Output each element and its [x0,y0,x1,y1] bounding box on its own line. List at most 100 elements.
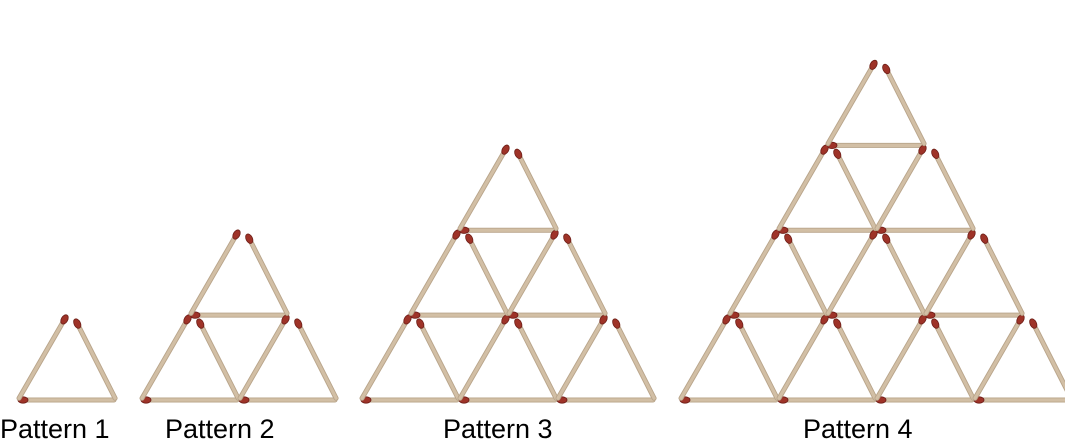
match-head [924,311,936,319]
matchstick-left-slant [972,314,1025,401]
matchstick-body [556,315,607,400]
matchstick-right-slant [563,233,608,316]
matchstick-shadow [833,318,878,401]
matchstick-shadow [457,144,510,232]
matchstick-horizontal [140,396,240,404]
matchstick-horizontal [458,396,558,404]
matchstick-left-slant [874,144,927,232]
match-head [1016,314,1025,325]
match-head [918,144,927,155]
matchstick-body [515,319,558,400]
match-head [833,318,842,329]
match-head [777,226,789,234]
matchstick-shadow [776,144,829,232]
matchstick-body [883,234,926,315]
match-head [281,314,290,325]
matchstick-left-slant [16,314,69,401]
match-head [820,314,829,325]
matchstick-horizontal [458,226,558,234]
match-head [833,148,842,159]
match-head [875,396,887,404]
matchstick-shadow [980,233,1025,316]
matchstick-body [507,230,558,315]
matchstick-left-slant [188,229,241,316]
matchstick-shadow [196,318,241,401]
match-head [550,229,559,240]
matchstick-shadow [972,314,1025,401]
matchstick-body [785,234,828,315]
matchstick-shadow [825,229,878,316]
matchstick-body [458,315,509,400]
matchstick-horizontal [826,141,926,149]
matchstick-body [140,315,191,400]
matchstick-body [613,319,656,400]
match-head [784,233,793,244]
pattern-3-caption: Pattern 3 [443,414,553,444]
matchstick-left-slant [874,314,927,401]
matchstick-shadow [874,314,927,401]
matchstick-body [883,64,926,146]
matchstick-right-slant [294,318,339,401]
matchstick-body [360,315,411,400]
matchstick-shadow [874,144,927,232]
matchstick-shadow [784,233,829,316]
match-head [409,311,421,319]
match-head [735,318,744,329]
matchstick-shadow [408,229,461,316]
matchstick-right-slant [980,233,1025,316]
matchstick-shadow [555,314,608,401]
matchstick-shadow [882,233,927,316]
matchstick-body [74,319,117,400]
matchstick-left-slant [776,144,829,232]
match-head [722,314,731,325]
matchstick-horizontal [189,311,289,319]
pattern-1-caption: Pattern 1 [0,414,110,444]
matchstick-right-slant [73,318,118,401]
match-head [973,396,985,404]
matchstick-body [1030,319,1065,390]
match-head [294,318,303,329]
matchstick-left-slant [408,229,461,316]
matchstick-body [466,234,509,315]
matchstick-body [973,315,1024,400]
matchstick-body [777,145,828,231]
matchstick-body [932,319,975,400]
matchstick-shadow [514,318,559,401]
pattern-2-figure [139,229,339,404]
matchstick-horizontal [973,396,1065,404]
match-head [875,226,887,234]
match-head [967,229,976,240]
matchstick-body [736,319,779,400]
matchstick-shadow [188,229,241,316]
matchstick-body [981,234,1024,315]
matchstick-shadow [139,314,192,401]
matchstick-body [458,145,509,231]
matchstick-left-slant [237,314,290,401]
matchstick-body [238,315,289,400]
matchstick-body [777,315,828,400]
match-head [465,233,474,244]
match-head [238,396,250,404]
matchstick-shadow [457,314,510,401]
match-head [183,314,192,325]
matchstick-left-slant [923,229,976,316]
matchstick-shadow [245,233,290,316]
matchstick-left-slant [457,314,510,401]
matchstick-shadow [1029,318,1065,392]
matchstick-right-slant [931,318,976,401]
match-head [882,233,891,244]
matchstick-right-slant [882,233,927,316]
match-head [403,314,412,325]
match-head [980,233,989,244]
matchstick-left-slant [139,314,192,401]
matchstick-body [197,319,240,400]
matchstick-right-slant [514,318,559,401]
matchstick-shadow [678,314,731,401]
matchstick-left-slant [776,314,829,401]
matchstick-right-slant [784,233,829,316]
matchstick-shadow [514,148,559,231]
matchstick-left-slant [727,229,780,316]
matchstick-body [564,234,607,315]
matchstick-left-slant [555,314,608,401]
matchstick-horizontal [826,311,926,319]
